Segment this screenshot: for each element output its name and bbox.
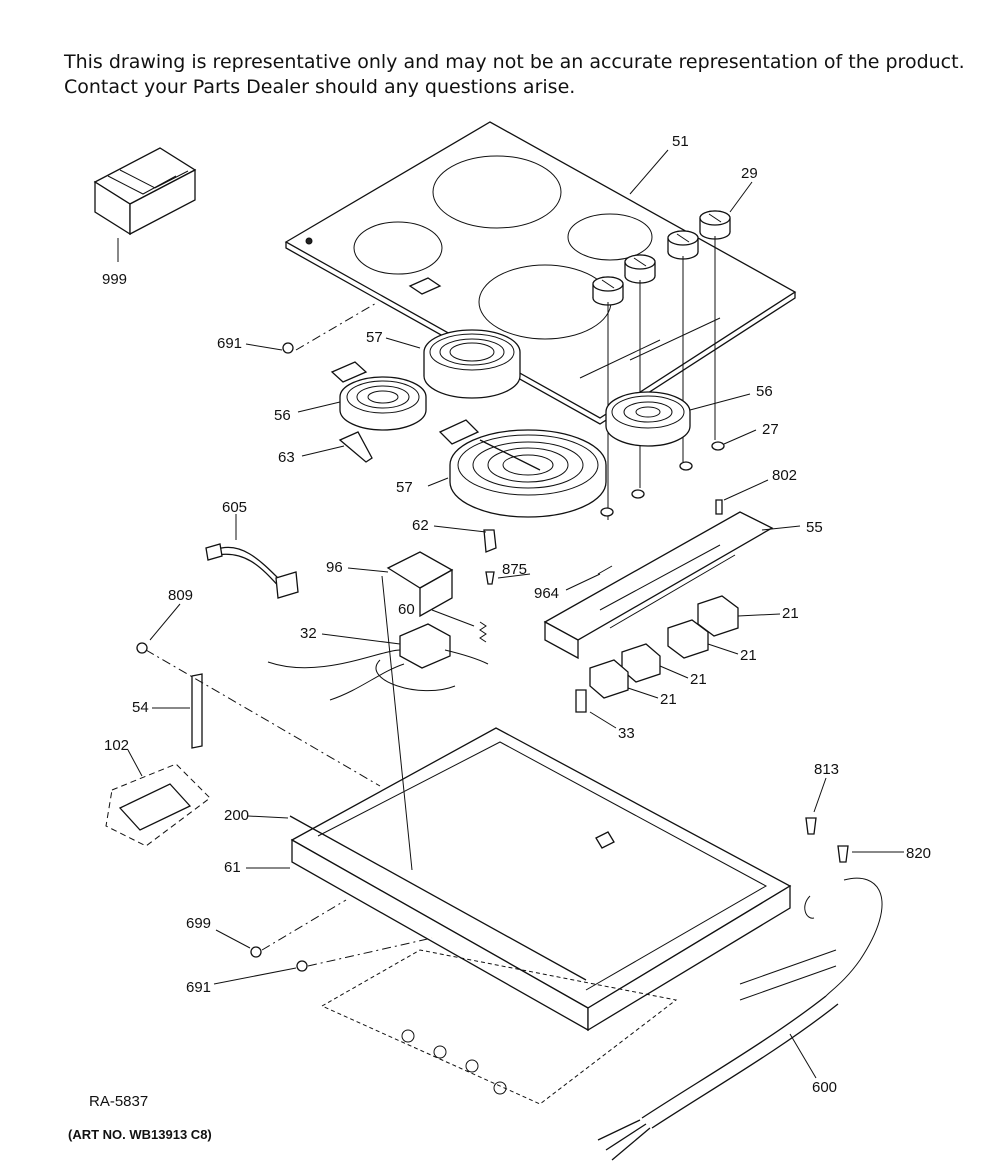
part-691-screw-lower xyxy=(296,960,308,972)
part-60-spring xyxy=(479,621,487,643)
callout-102: 102 xyxy=(104,737,129,754)
part-51-glass-cooktop xyxy=(284,121,797,425)
part-63-bracket xyxy=(338,431,373,463)
part-56-small-burner-right xyxy=(605,391,691,447)
disclaimer: This drawing is representative only and … xyxy=(64,50,965,100)
part-200-seal-strip xyxy=(289,815,587,981)
part-964-clip xyxy=(597,565,613,575)
callout-32: 32 xyxy=(300,625,317,642)
part-699-screw xyxy=(250,946,262,958)
callout-605: 605 xyxy=(222,499,247,516)
callout-27: 27 xyxy=(762,421,779,438)
part-57-large-burner-upper xyxy=(423,329,521,399)
callout-999: 999 xyxy=(102,271,127,288)
part-62-clip xyxy=(483,529,497,553)
callout-55: 55 xyxy=(806,519,823,536)
callout-54: 54 xyxy=(132,699,149,716)
part-802-screw xyxy=(715,499,723,515)
part-875-screw xyxy=(485,571,495,585)
part-56-small-burner-left xyxy=(330,361,427,431)
callout-labels: 51 29 999 691 57 56 56 27 63 57 802 55 6… xyxy=(102,133,931,1096)
part-809-screw xyxy=(136,642,148,654)
part-820-screw xyxy=(837,845,849,863)
part-32-terminal-block xyxy=(267,623,489,701)
part-600-power-cord xyxy=(597,877,883,1161)
callout-802: 802 xyxy=(772,467,797,484)
callout-29: 29 xyxy=(741,165,758,182)
callout-21-c: 21 xyxy=(690,671,707,688)
part-813-screw xyxy=(805,817,817,835)
part-61-burner-box xyxy=(290,727,792,1032)
callout-691-lower: 691 xyxy=(186,979,211,996)
leader-lines xyxy=(117,149,904,1079)
callout-62: 62 xyxy=(412,517,429,534)
part-96-terminal-bracket xyxy=(386,551,454,618)
diagram-reference-code: RA-5837 xyxy=(89,1093,149,1110)
part-29-knobs xyxy=(592,210,731,520)
part-102-kit xyxy=(105,763,211,847)
callout-820: 820 xyxy=(906,845,931,862)
part-27-grommets xyxy=(600,441,725,517)
callout-51: 51 xyxy=(672,133,689,150)
callout-56-left: 56 xyxy=(274,407,291,424)
callout-964: 964 xyxy=(534,585,559,602)
part-33-light xyxy=(575,689,587,713)
callout-61: 61 xyxy=(224,859,241,876)
part-605-wire-harness xyxy=(205,543,299,599)
callout-57-upper: 57 xyxy=(366,329,383,346)
part-21-switches xyxy=(589,595,739,699)
part-691-screw-upper xyxy=(282,342,294,354)
callout-809: 809 xyxy=(168,587,193,604)
part-55-switch-bracket xyxy=(543,511,774,660)
callout-691-upper: 691 xyxy=(217,335,242,352)
bottom-plate-outline xyxy=(320,949,678,1105)
disclaimer-line-2: Contact your Parts Dealer should any que… xyxy=(64,76,576,98)
callout-21-b: 21 xyxy=(740,647,757,664)
part-57-large-burner-lower xyxy=(438,419,607,518)
part-54-strip xyxy=(191,673,203,749)
art-number: (ART NO. WB13913 C8) xyxy=(68,1127,212,1142)
disclaimer-line-1: This drawing is representative only and … xyxy=(64,51,965,73)
callout-200: 200 xyxy=(224,807,249,824)
callout-57-lower: 57 xyxy=(396,479,413,496)
callout-56-right: 56 xyxy=(756,383,773,400)
callout-96: 96 xyxy=(326,559,343,576)
callout-21-a: 21 xyxy=(782,605,799,622)
callout-21-d: 21 xyxy=(660,691,677,708)
callout-60: 60 xyxy=(398,601,415,618)
part-999-box xyxy=(93,147,197,236)
callout-875: 875 xyxy=(502,561,527,578)
callout-33: 33 xyxy=(618,725,635,742)
callout-699: 699 xyxy=(186,915,211,932)
callout-63: 63 xyxy=(278,449,295,466)
callout-813: 813 xyxy=(814,761,839,778)
callout-600: 600 xyxy=(812,1079,837,1096)
